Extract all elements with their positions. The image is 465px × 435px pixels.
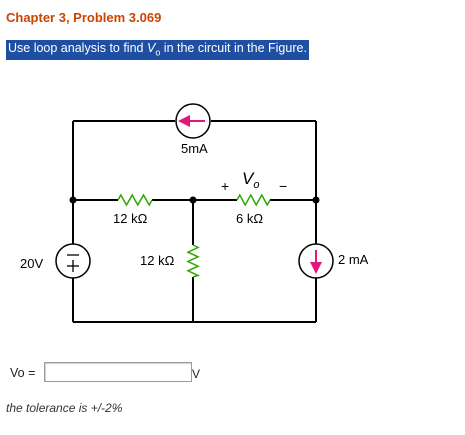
- question-text-end: in the circuit in the Figure.: [160, 41, 307, 55]
- question-var: V: [146, 41, 156, 55]
- resistor-middle: [186, 244, 201, 278]
- label-vo-var: V: [242, 169, 255, 188]
- label-resistor-middle: 12 kΩ: [140, 253, 175, 268]
- resistor-right: [236, 193, 271, 207]
- label-vo-sub: o: [253, 179, 259, 191]
- resistor-left: [117, 193, 153, 207]
- label-vo-minus: −: [279, 178, 287, 194]
- circuit-wires: [72, 120, 317, 323]
- label-resistor-right: 6 kΩ: [236, 211, 263, 226]
- junction-dots: [69, 196, 320, 204]
- question-text-start: Use loop analysis to find: [8, 41, 147, 55]
- label-voltage-source: 20V: [20, 256, 43, 271]
- voltage-source: [55, 243, 91, 279]
- label-current-source-top: 5mA: [181, 141, 208, 156]
- label-resistor-left: 12 kΩ: [113, 211, 148, 226]
- answer-label: Vo =: [10, 366, 36, 380]
- problem-question: Use loop analysis to find Vo in the circ…: [6, 40, 309, 60]
- problem-title: Chapter 3, Problem 3.069: [6, 10, 162, 25]
- label-current-source-right: 2 mA: [338, 252, 369, 267]
- circuit-diagram: 5mA 12 kΩ 6 kΩ 12 kΩ 20V 2 mA + − Vo: [20, 103, 369, 323]
- vo-answer-input[interactable]: [44, 362, 192, 382]
- current-source-right: [298, 243, 334, 279]
- current-source-top: [175, 103, 211, 139]
- label-vo: Vo: [242, 169, 259, 191]
- tolerance-note: the tolerance is +/-2%: [6, 401, 123, 415]
- label-vo-plus: +: [221, 178, 229, 194]
- answer-unit: V: [192, 367, 201, 381]
- question-sub: o: [155, 47, 161, 58]
